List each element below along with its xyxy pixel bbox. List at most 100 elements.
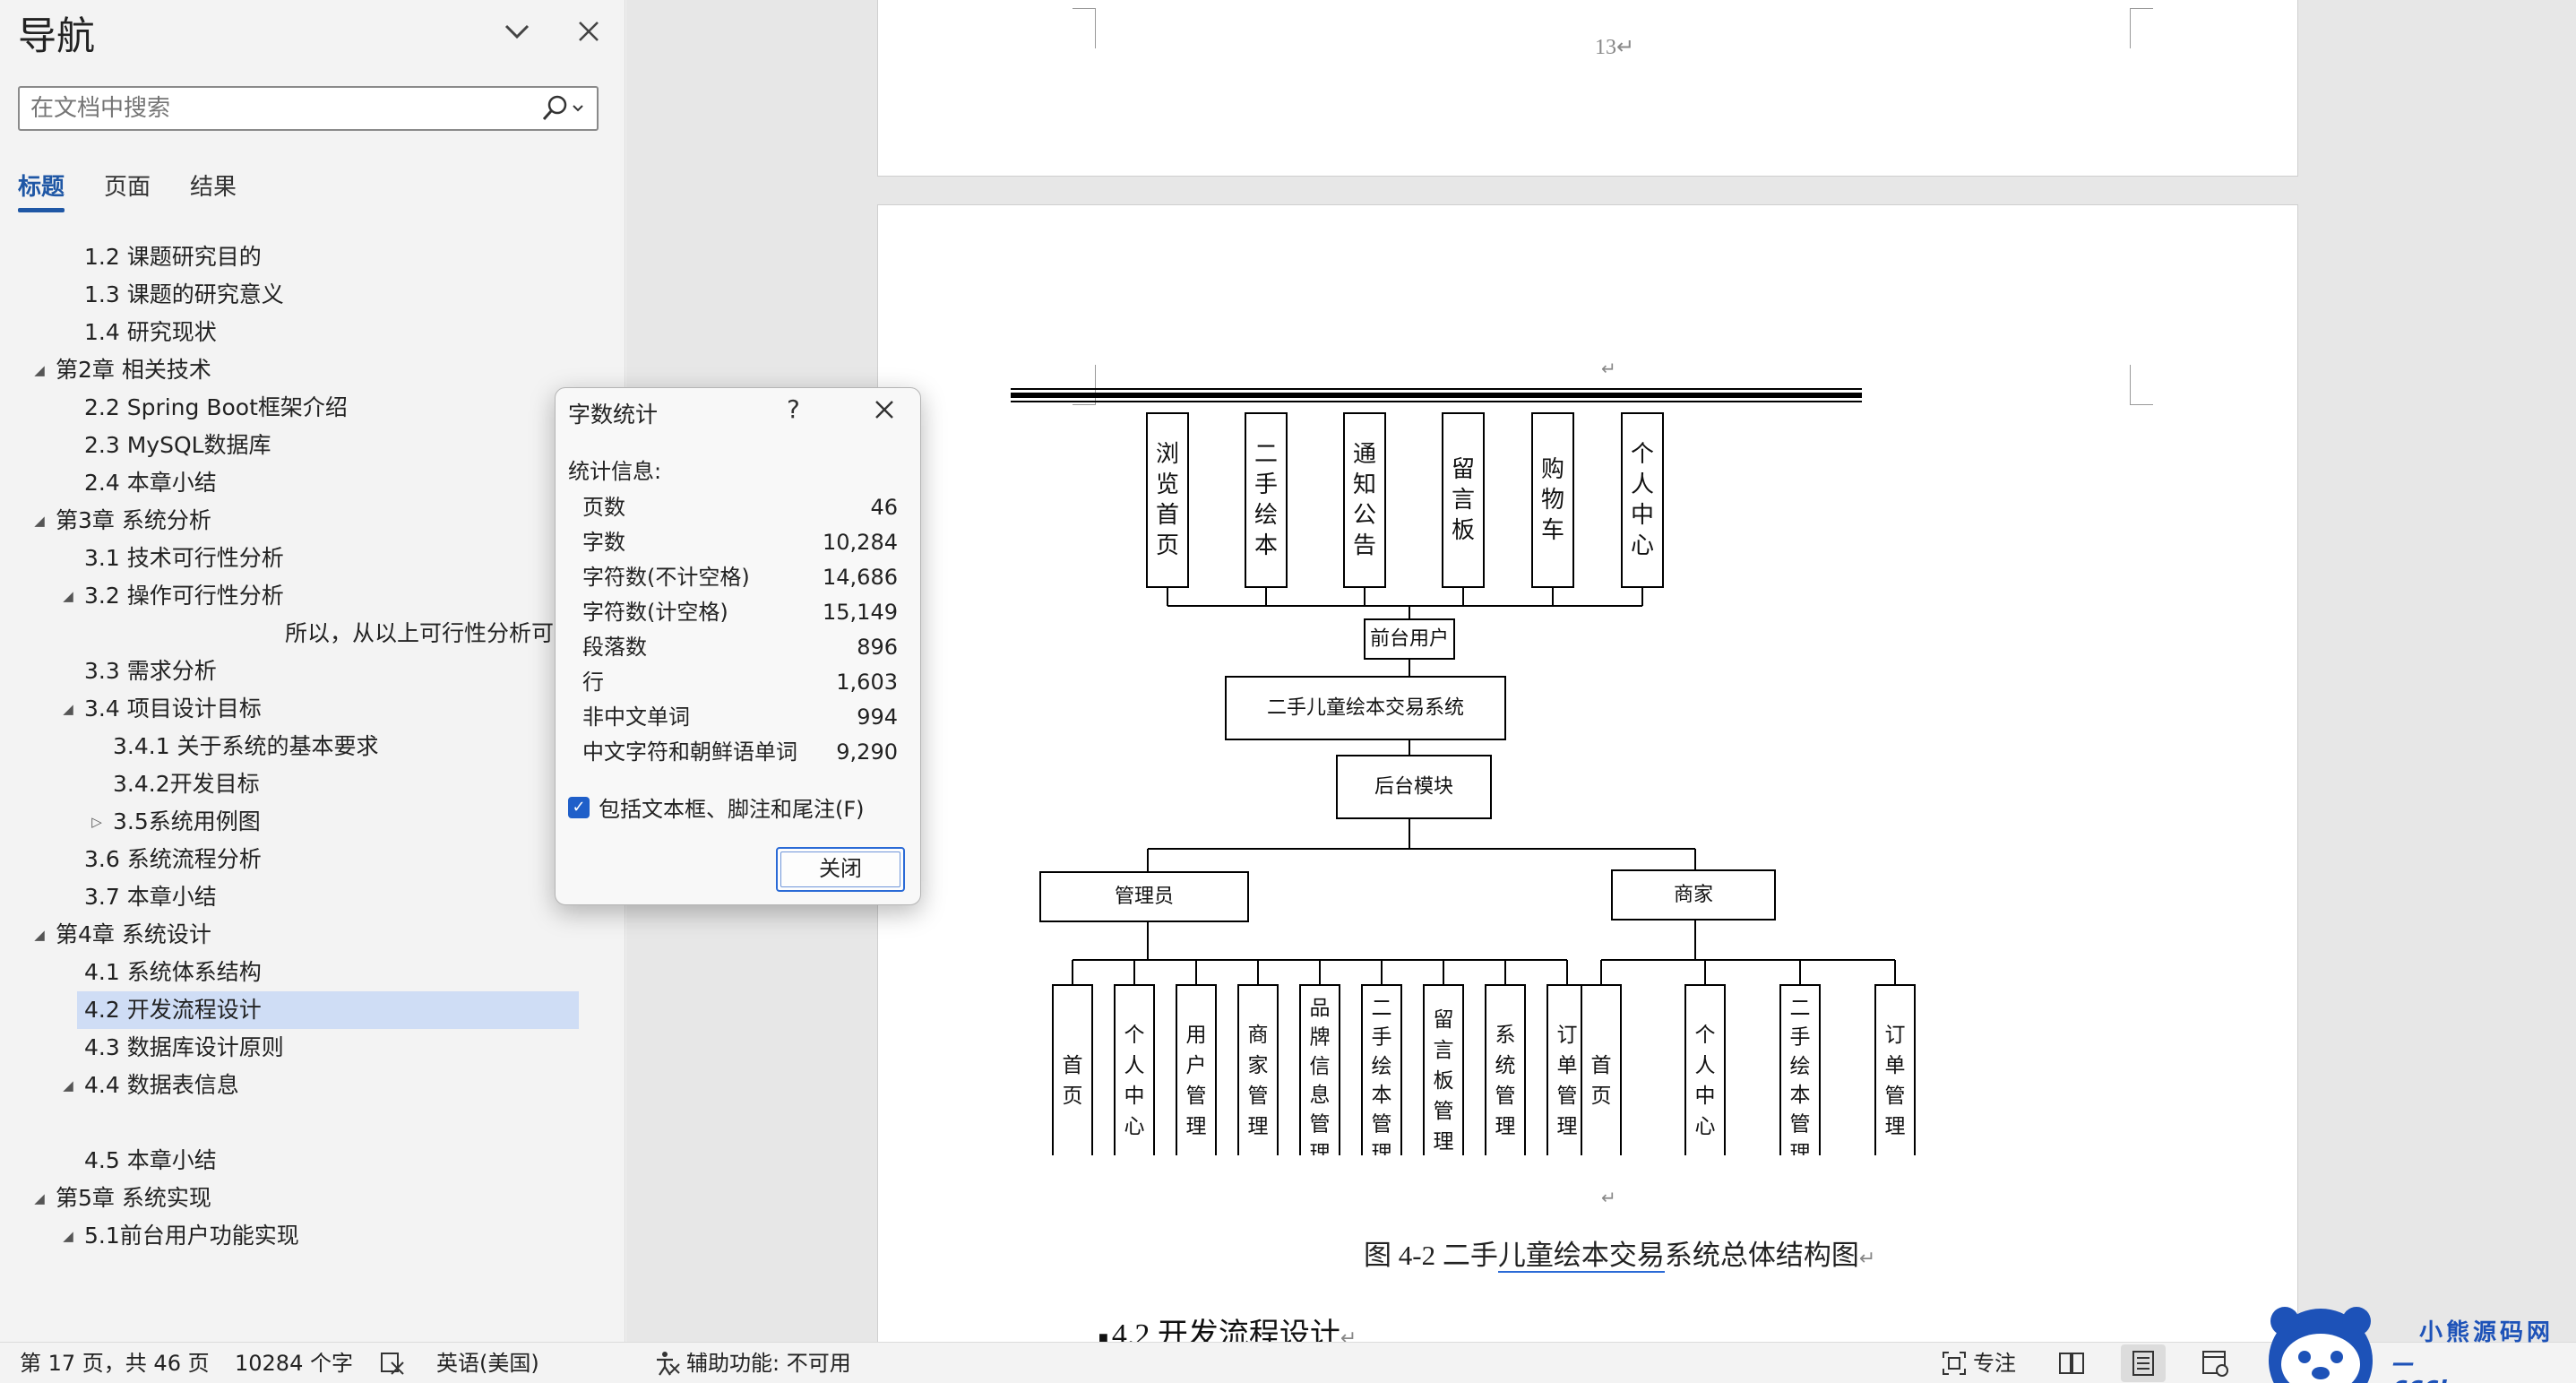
expand-arrow-icon[interactable]: ◢ [63, 701, 73, 717]
page-info[interactable]: 第 17 页，共 46 页 [20, 1351, 210, 1376]
close-button[interactable]: 关闭 [776, 847, 905, 892]
admin-module-box-char: 理 [1495, 1115, 1516, 1138]
proofing-icon[interactable] [379, 1350, 406, 1377]
outline-item[interactable]: ◢3.4 项目设计目标 [0, 690, 625, 728]
read-mode-button[interactable] [2049, 1344, 2094, 1382]
admin-module-box-char: 户 [1186, 1054, 1207, 1077]
admin-module-box-char: 理 [1248, 1115, 1269, 1138]
top-module-box-char: 本 [1254, 532, 1278, 559]
outline-item[interactable]: 4.1 系统体系结构 [0, 954, 625, 991]
outline-item[interactable]: 3.4.2开发目标 [0, 765, 625, 803]
accessibility-status[interactable]: 辅助功能: 不可用 [686, 1351, 851, 1376]
admin-module-box [1114, 984, 1155, 1155]
outline-item-label: 5.1前台用户功能实现 [84, 1223, 299, 1249]
outline-item[interactable]: 2.3 MySQL数据库 [0, 427, 625, 464]
outline-item-label: 4.3 数据库设计原则 [84, 1034, 284, 1060]
tab-results[interactable]: 结果 [190, 174, 237, 201]
admin-module-box-char: 商 [1248, 1024, 1269, 1047]
document-area[interactable]: 13↵ ↵ 浏览首页二手绘本通知公告留言板购物车个人中心前台用户二手儿童绘本交易… [626, 0, 2576, 1342]
accessibility-icon[interactable] [654, 1350, 681, 1377]
chevron-down-icon[interactable] [502, 11, 532, 63]
expand-arrow-icon[interactable]: ◢ [63, 1077, 73, 1093]
top-module-box-char: 二 [1254, 441, 1278, 468]
outline-item[interactable]: 3.1 技术可行性分析 [0, 540, 625, 577]
outline-item[interactable]: 4.3 数据库设计原则 [0, 1029, 625, 1067]
collapse-arrow-icon[interactable]: ▷ [91, 814, 102, 830]
expand-arrow-icon[interactable]: ◢ [34, 362, 45, 378]
expand-arrow-icon[interactable]: ◢ [34, 927, 45, 943]
crop-mark [1073, 8, 1096, 48]
status-bar: 第 17 页，共 46 页 10284 个字 英语(美国) 辅助功能: 不可用 … [0, 1342, 2576, 1383]
paragraph-mark: ↵ [1601, 1187, 1616, 1208]
focus-icon[interactable] [1941, 1350, 1968, 1377]
tab-pages[interactable]: 页面 [104, 174, 151, 201]
expand-arrow-icon[interactable]: ◢ [63, 588, 73, 604]
outline-item-label: 所以，从以上可行性分析可... [285, 620, 575, 646]
statistic-label: 字数 [582, 530, 625, 555]
admin-module-box-char: 理 [1372, 1142, 1392, 1155]
outline-item[interactable]: ◢ 5.1前台用户功能实现 [0, 1217, 625, 1255]
outline-item-label: 第2章 相关技术 [56, 357, 211, 383]
top-module-box-char: 物 [1541, 487, 1564, 514]
outline-item-label: 4.4 数据表信息 [84, 1072, 239, 1098]
top-module-box-char: 首 [1156, 502, 1179, 529]
merchant-module-box [1684, 984, 1726, 1155]
language-status[interactable]: 英语(美国) [436, 1351, 539, 1376]
outline-item[interactable]: 1.3 课题的研究意义 [0, 276, 625, 314]
expand-arrow-icon[interactable]: ◢ [34, 1190, 45, 1206]
help-button[interactable]: ? [787, 394, 800, 424]
print-layout-button[interactable] [2121, 1344, 2166, 1382]
outline-item[interactable]: 4.2 开发流程设计 [77, 991, 579, 1029]
admin-module-box [1485, 984, 1526, 1155]
crop-mark [2130, 365, 2153, 405]
outline-item[interactable]: 1.4 研究现状 [0, 314, 625, 351]
outline-item[interactable]: ◢ 第2章 相关技术 [0, 351, 625, 389]
outline-item[interactable]: 4.5 本章小结 [0, 1142, 625, 1180]
outline-item[interactable]: 2.4 本章小结 [0, 464, 625, 502]
admin-module-box-char: 中 [1124, 1085, 1145, 1108]
top-module-box-char: 板 [1452, 517, 1475, 544]
document-page-current: ↵ 浏览首页二手绘本通知公告留言板购物车个人中心前台用户二手儿童绘本交易系统后台… [877, 204, 2298, 1342]
web-layout-button[interactable] [2193, 1344, 2237, 1382]
outline-item[interactable]: 3.6 系统流程分析 [0, 841, 625, 878]
outline-item[interactable]: 3.4.1 关于系统的基本要求 [0, 728, 625, 765]
expand-arrow-icon[interactable]: ◢ [34, 513, 45, 529]
statistic-value: 15,149 [823, 600, 898, 625]
merchant-module-box-char: 绘 [1790, 1055, 1811, 1078]
admin-module-box-char: 板 [1434, 1069, 1454, 1093]
outline-item[interactable]: ▷3.5系统用例图 [0, 803, 625, 841]
backend-box-label: 后台模块 [1374, 776, 1453, 799]
dialog-close-icon[interactable] [869, 392, 900, 437]
tab-headings[interactable]: 标题 [18, 169, 65, 212]
outline-item[interactable]: 1.2 课题研究目的 [0, 238, 625, 276]
search-icon[interactable] [538, 91, 586, 126]
admin-module-box-char: 绘 [1372, 1055, 1392, 1078]
outline-item-label: 第4章 系统设计 [56, 921, 211, 947]
document-page-previous: 13↵ [877, 0, 2298, 177]
search-input[interactable] [30, 95, 538, 122]
close-icon[interactable] [573, 11, 604, 63]
expand-arrow-icon[interactable]: ◢ [63, 1228, 73, 1244]
focus-button[interactable]: 专注 [1973, 1351, 2016, 1376]
outline-item[interactable]: ◢ 第4章 系统设计 [0, 916, 625, 954]
merchant-module-box-char: 订 [1885, 1024, 1906, 1047]
outline-item[interactable]: 所以，从以上可行性分析可... [0, 615, 625, 653]
outline-item[interactable]: ◢3.2 操作可行性分析 [0, 577, 625, 615]
top-module-box [1343, 412, 1386, 588]
outline-item-label: 3.4.1 关于系统的基本要求 [113, 733, 379, 759]
outline-item[interactable]: ◢ 4.4 数据表信息 [0, 1067, 625, 1104]
word-count-status[interactable]: 10284 个字 [235, 1351, 353, 1376]
outline-item[interactable]: 3.3 需求分析 [0, 653, 625, 690]
outline-item[interactable]: ◢第5章 系统实现 [0, 1180, 625, 1217]
admin-box-label: 管理员 [1115, 886, 1174, 908]
outline-item[interactable]: 2.2 Spring Boot框架介绍 [0, 389, 625, 427]
admin-module-box [1546, 984, 1588, 1155]
admin-module-box-char: 管 [1248, 1085, 1269, 1108]
outline-item[interactable]: ◢第3章 系统分析 [0, 502, 625, 540]
outline-item-label: 3.3 需求分析 [84, 658, 217, 684]
include-textboxes-checkbox[interactable]: ✓ 包括文本框、脚注和尾注(F) [568, 791, 865, 823]
outline-item[interactable]: 3.7 本章小结 [0, 878, 625, 916]
outline-item[interactable] [0, 1104, 625, 1142]
merchant-module-box-char: 首 [1591, 1054, 1612, 1077]
